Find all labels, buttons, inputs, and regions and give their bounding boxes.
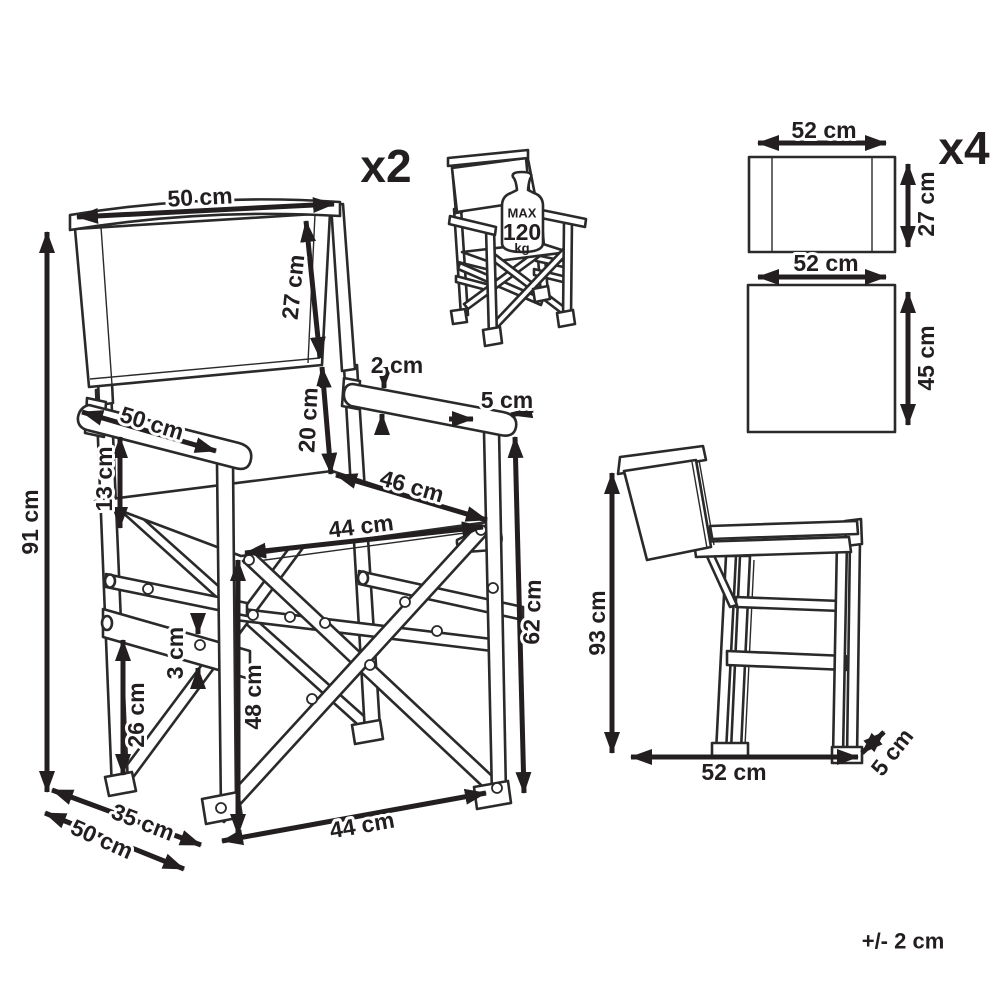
dimension-arrows	[39, 135, 916, 872]
max-load-chair-drawing: MAX 120 kg	[446, 148, 588, 348]
dim-seat-height: 48 cm	[240, 664, 266, 729]
max-load-value: 120	[503, 219, 541, 245]
dim-backrest-panel-height: 27 cm	[913, 171, 939, 236]
dim-seat-panel-height: 45 cm	[913, 325, 939, 390]
dim-backrest-seat-gap: 20 cm	[293, 387, 322, 453]
max-load-unit: kg	[514, 241, 529, 256]
dim-armrest-height: 62 cm	[518, 579, 546, 645]
dim-total-height: 91 cm	[17, 489, 43, 554]
dim-armrest-thickness: 2 cm	[371, 352, 423, 378]
tolerance-note: +/- 2 cm	[862, 929, 945, 954]
dimension-labels: 50 cm 27 cm 91 cm 50 cm 13 cm 2 cm 20 cm…	[14, 114, 942, 867]
backrest-fabric-panel	[747, 155, 897, 254]
side-view-chair-drawing	[616, 444, 864, 765]
dim-side-height: 93 cm	[584, 590, 610, 655]
seat-fabric-panel	[746, 283, 897, 434]
dim-seat-panel-width: 52 cm	[793, 250, 858, 276]
dim-base-width: 44 cm	[328, 807, 397, 844]
dim-side-depth: 52 cm	[701, 759, 766, 785]
dim-rail-thickness: 3 cm	[162, 627, 188, 679]
fabric-quantity-label: x4	[938, 122, 990, 174]
dim-backrest-width: 50 cm	[167, 182, 233, 211]
dim-side-profile-width: 5 cm	[866, 723, 919, 780]
max-load-prefix: MAX	[508, 206, 537, 221]
fabric-panels-drawing	[746, 155, 897, 434]
dim-backrest-panel-width: 52 cm	[791, 117, 856, 143]
dim-armrest-seat-gap: 13 cm	[91, 446, 117, 511]
chair-quantity-label: x2	[360, 140, 411, 192]
dim-backrest-height: 27 cm	[277, 253, 310, 321]
dim-armrest-width: 5 cm	[481, 387, 533, 413]
dim-rail-height: 26 cm	[123, 682, 149, 747]
max-load-label: MAX 120 kg	[503, 206, 541, 256]
